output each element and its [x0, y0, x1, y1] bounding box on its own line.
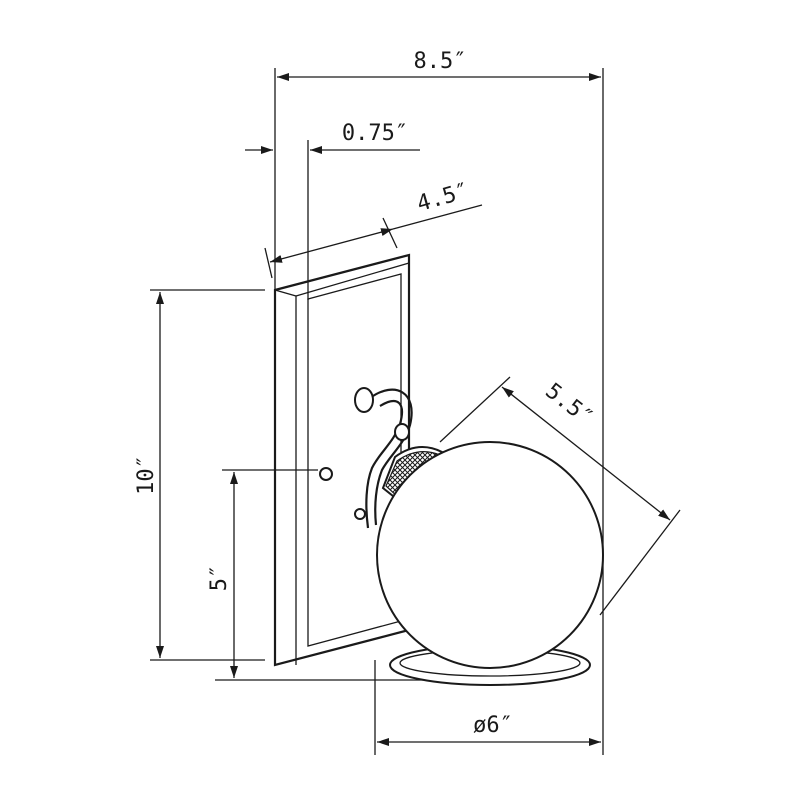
dimension-overall-height: 10″: [134, 289, 265, 661]
dimension-line: [501, 386, 671, 521]
backplate-top-edge: [295, 262, 410, 297]
dimension-line: [269, 228, 394, 263]
center-height-label: 5″: [207, 565, 232, 592]
arm-joint: [394, 423, 410, 441]
backplate-width-label: 4.5″: [414, 178, 472, 217]
backplate-edge: [274, 289, 297, 665]
mounting-screw-upper: [319, 467, 333, 481]
arm-curve-outer: [369, 388, 413, 526]
glass-globe: [376, 441, 604, 669]
extension-line-right: [382, 217, 398, 249]
arm-curve-inner: [365, 400, 404, 529]
dimension-backplate-width: 4.5″: [264, 178, 483, 279]
dimension-backplate-depth: 0.75″: [245, 121, 420, 300]
extension-line-left: [264, 247, 273, 279]
overall-width-label: 8.5″: [414, 49, 467, 74]
dimension-overall-width: 8.5″: [274, 49, 604, 755]
dimension-center-height: 5″: [207, 469, 472, 681]
mounting-screw-lower: [354, 508, 366, 520]
shade-height-label: 5.5″: [540, 379, 597, 431]
dimension-shade-diameter: ø6″: [374, 660, 601, 755]
extension-line-bottom: [599, 509, 681, 616]
arm-mount-knob: [354, 387, 374, 413]
extension-line-top: [439, 376, 511, 443]
arm: [354, 387, 413, 529]
backplate-depth-label: 0.75″: [342, 121, 408, 146]
leader-line: [392, 204, 483, 230]
overall-height-label: 10″: [134, 455, 159, 495]
shade-diameter-label: ø6″: [473, 713, 513, 738]
shade: [376, 441, 604, 686]
